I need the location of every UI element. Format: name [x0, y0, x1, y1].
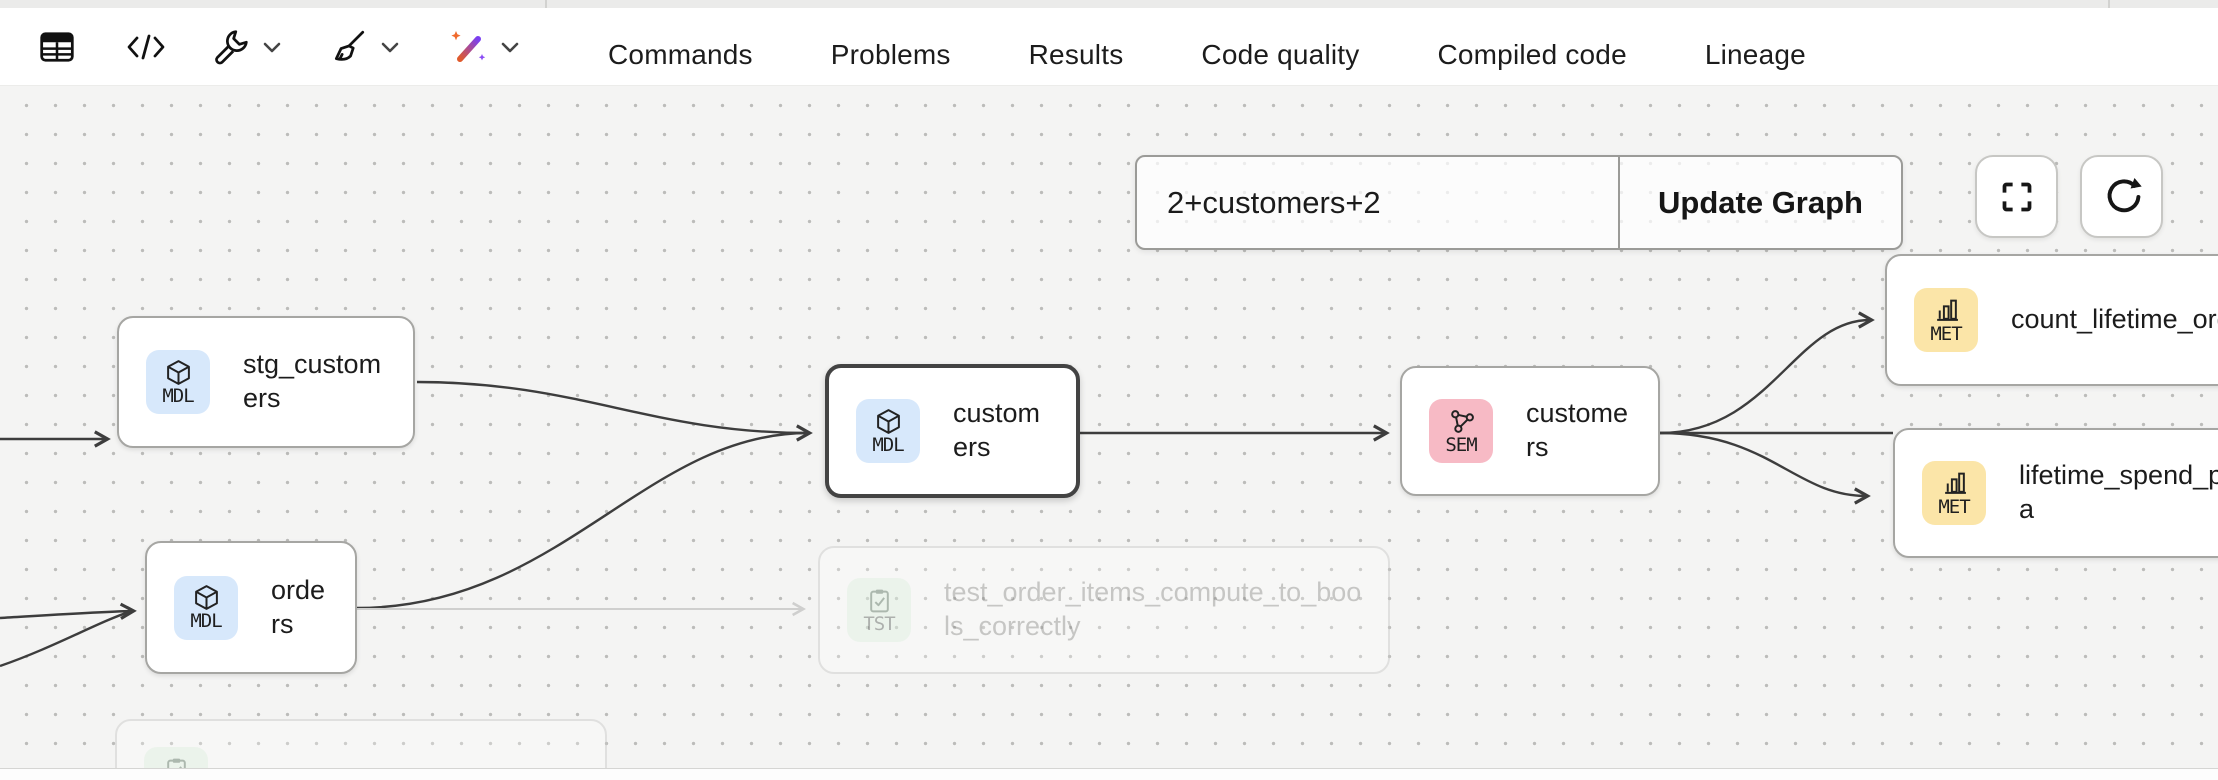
node-label: lifetime_spend_preta [2019, 460, 2218, 524]
node-type-badge-mdl: MDL [856, 399, 920, 463]
tab-results[interactable]: Results [1028, 38, 1124, 70]
broom-dropdown[interactable] [330, 22, 402, 72]
panel-tabs: Commands Problems Results Code quality Compi… [608, 16, 1844, 93]
model-cube-icon [166, 359, 190, 385]
node-type-badge-mdl: MDL [174, 575, 238, 640]
node-label: test_order_items_compute_to_bools_correc… [944, 577, 1362, 641]
model-cube-icon [876, 408, 900, 434]
node-type-label: MDL [190, 610, 222, 632]
node-type-label: MET [1930, 322, 1962, 345]
node-customers-model[interactable]: MDL customers [825, 364, 1080, 498]
metric-chart-icon [1936, 299, 1958, 321]
node-count-lifetime-orders-metric[interactable]: MET count_lifetime_order [1885, 254, 2218, 386]
node-type-label: MDL [162, 384, 194, 407]
fullscreen-button[interactable] [1975, 155, 2058, 238]
broom-icon [334, 30, 365, 61]
controls-divider [1618, 157, 1620, 248]
semantic-graph-icon [1450, 409, 1474, 433]
wrench-icon [215, 30, 248, 65]
metric-chart-icon [1944, 472, 1966, 494]
node-type-badge-met: MET [1922, 461, 1986, 525]
magic-wand-dropdown[interactable] [448, 22, 522, 72]
tab-code-quality[interactable]: Code quality [1201, 38, 1360, 70]
chevron-down-icon [501, 42, 519, 53]
node-type-badge-tst: TST [144, 747, 208, 768]
tab-commands[interactable]: Commands [608, 38, 753, 70]
magic-wand-icon [451, 31, 486, 62]
node-label: count_lifetime_order [2011, 304, 2218, 335]
top-strip-divider [2108, 0, 2110, 8]
node-label: customers [953, 398, 1041, 462]
model-cube-icon [194, 585, 218, 610]
test-clipboard-icon [166, 758, 186, 768]
lineage-edges [0, 86, 1893, 668]
graph-controls: Update Graph [1135, 155, 1903, 250]
node-lifetime-spend-pretax-metric[interactable]: MET lifetime_spend_preta [1893, 428, 2218, 558]
top-strip-divider [545, 0, 547, 8]
tab-lineage[interactable]: Lineage [1666, 16, 1844, 93]
chevron-down-icon [263, 42, 281, 53]
node-type-label: TST [863, 612, 895, 635]
node-orders[interactable]: MDL orders [145, 541, 357, 674]
node-label: customers [1526, 398, 1629, 462]
panel-bottom-strip [0, 768, 2218, 780]
node-type-badge-mdl: MDL [146, 350, 210, 414]
refresh-icon [2107, 177, 2142, 212]
node-stg-customers[interactable]: MDL stg_customers [117, 316, 415, 448]
node-label: stg_customers [243, 349, 382, 413]
node-type-badge-tst: TST [847, 578, 911, 642]
node-type-label: MDL [872, 433, 904, 456]
table-icon[interactable] [38, 22, 76, 72]
tab-compiled-code[interactable]: Compiled code [1437, 38, 1627, 70]
lineage-selector-input[interactable] [1137, 157, 1618, 248]
wrench-dropdown[interactable] [212, 22, 284, 72]
refresh-button[interactable] [2080, 155, 2163, 238]
node-type-badge-met: MET [1914, 288, 1978, 352]
chevron-down-icon [381, 42, 399, 53]
node-customers-semantic[interactable]: SEM customers [1400, 366, 1660, 496]
code-icon[interactable] [126, 22, 166, 72]
panel-top-strip [0, 0, 2218, 8]
node-label: orders [271, 574, 326, 639]
test-clipboard-icon [869, 589, 889, 612]
panel-toolbar: Commands Problems Results Code quality Compi… [0, 8, 2218, 93]
node-test-order-items[interactable]: TST test_order_items_compute_to_bools_cor… [818, 546, 1390, 674]
node-partial-test-node[interactable]: TST [115, 719, 607, 768]
tab-problems[interactable]: Problems [830, 38, 951, 70]
node-type-label: MET [1938, 495, 1970, 518]
update-graph-button[interactable]: Update Graph [1620, 157, 1901, 248]
node-type-label: SEM [1445, 433, 1477, 456]
node-type-badge-sem: SEM [1429, 399, 1493, 463]
fullscreen-icon [2002, 182, 2031, 211]
